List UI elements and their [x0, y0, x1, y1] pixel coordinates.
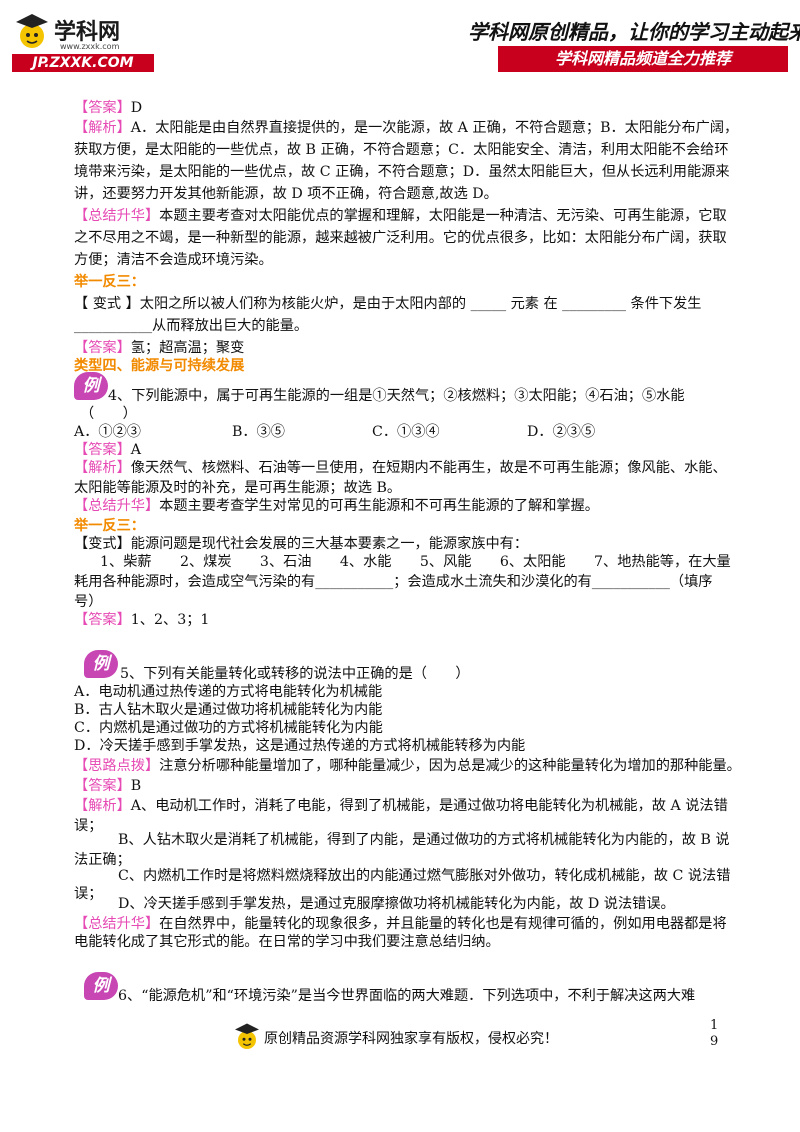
variant-line: ___________从而释放出巨大的能量。	[74, 318, 309, 334]
variant-line: 耗用各种能源时，会造成空气污染的有___________；会造成水土流失和沙漠化…	[74, 574, 713, 590]
summary-line: 【总结升华】在自然界中，能量转化的现象很多，并且能量的转化也是有规律可循的，例如…	[74, 914, 727, 934]
practice-heading: 举一反三：	[74, 274, 145, 290]
option-b: B．③⑤	[232, 424, 285, 440]
summary-line: 之不尽用之不竭，是一种新型的能源，越来越被广泛利用。它的优点很多，比如：太阳能分…	[74, 230, 727, 246]
analysis-line: 误；	[74, 818, 103, 834]
summary-tag: 【总结升华】	[74, 916, 160, 932]
answer-row: 【答案】D	[74, 98, 142, 118]
summary-line: 【总结升华】本题主要考查对太阳能优点的掌握和理解，太阳能是一种清洁、无污染、可再…	[74, 206, 727, 226]
analysis-line: 法正确；	[74, 852, 131, 868]
hint-tag: 【思路点拨】	[74, 758, 160, 774]
practice-heading: 举一反三：	[74, 518, 145, 534]
summary-line: 【总结升华】本题主要考查学生对常见的可再生能源和不可再生能源的了解和掌握。	[74, 496, 599, 516]
answer-tag: 【答案】	[74, 100, 131, 116]
analysis-text: A．太阳能是由自然界直接提供的，是一次能源，故 A 正确，不符合题意；B．太阳能…	[130, 120, 739, 136]
logo: 学科网 www.zxxk.com JP.ZXXK.COM	[8, 10, 158, 72]
answer-tag: 【答案】	[74, 340, 131, 356]
answer-value: 氢；超高温；聚变	[130, 340, 245, 356]
hint-text: 注意分析哪种能量增加了，哪种能量减少，因为总是减少的这种能量转化为增加的那种能量…	[159, 758, 741, 774]
analysis-line: 讲，还要努力开发其他新能源，故 D 项不正确，符合题意,故选 D。	[74, 186, 498, 202]
option-c: C．①③④	[372, 424, 440, 440]
analysis-line: B、人钻木取火是消耗了机械能，得到了内能，是通过做功的方式将机械能转化为内能的，…	[118, 832, 730, 848]
answer-value: B	[130, 778, 142, 794]
question-stem: 4、下列能源中，属于可再生能源的一组是①天然气；②核燃料；③太阳能；④石油；⑤水…	[108, 388, 685, 404]
logo-small-url: www.zxxk.com	[60, 42, 120, 51]
summary-line: 方便；清洁不会造成环境污染。	[74, 252, 273, 268]
summary-line: 电能转化成了其它形式的能。在日常的学习中我们要注意总结归纳。	[74, 934, 500, 950]
mascot-icon	[235, 1023, 259, 1049]
header-slogan: 学科网原创精品，让你的学习主动起来！	[468, 20, 800, 44]
summary-text: 本题主要考查学生对常见的可再生能源和不可再生能源的了解和掌握。	[159, 498, 599, 514]
variant-text: 太阳之所以被人们称为核能火炉，是由于太阳内部的 _____ 元素 在 _____…	[139, 296, 702, 312]
example-badge: 例	[84, 972, 118, 1000]
mascot-icon	[16, 14, 48, 48]
summary-tag: 【总结升华】	[74, 498, 160, 514]
variant-line: 【变式】能源问题是现代社会发展的三大基本要素之一，能源家族中有：	[74, 534, 528, 554]
analysis-tag: 【解析】	[74, 460, 131, 476]
option-a: A．①②③	[74, 424, 141, 440]
summary-text: 在自然界中，能量转化的现象很多，并且能量的转化也是有规律可循的，例如用电器都是将	[159, 916, 727, 932]
analysis-line: D、冷天搓手感到手掌发热，是通过克服摩擦做功将机械能转化为内能，故 D 说法错误…	[118, 896, 675, 912]
analysis-line: 误；	[74, 886, 103, 902]
question-paren: （ ）	[80, 406, 137, 422]
variant-answer-row: 【答案】氢；超高温；聚变	[74, 338, 244, 358]
analysis-tag: 【解析】	[74, 798, 131, 814]
option-b: B．古人钻木取火是通过做功将机械能转化为内能	[74, 702, 383, 718]
question-stem: 5、下列有关能量转化或转移的说法中正确的是（ ）	[120, 666, 470, 682]
option-a: A．电动机通过热传递的方式将电能转化为机械能	[74, 684, 383, 700]
header-banner: 学科网精品频道全力推荐	[498, 46, 788, 72]
summary-tag: 【总结升华】	[74, 208, 160, 224]
analysis-text: A、电动机工作时，消耗了电能，得到了机械能，是通过做功将电能转化为机械能，故 A…	[130, 798, 728, 814]
answer-tag: 【答案】	[74, 442, 131, 458]
example-badge: 例	[74, 372, 108, 400]
analysis-line: 境带来污染，是太阳能的一些优点，故 C 正确，不符合题意；D．虽然太阳能巨大，但…	[74, 164, 730, 180]
example-badge: 例	[84, 650, 118, 678]
analysis-line: 太阳能等能源及时的补充，是可再生能源；故选 B。	[74, 480, 402, 496]
analysis-tag: 【解析】	[74, 120, 131, 136]
answer-value: A	[130, 442, 142, 458]
answer-value: 1、2、3；1	[130, 612, 210, 628]
variant-answer-row: 【答案】1、2、3；1	[74, 610, 209, 630]
answer-value: D	[130, 100, 143, 116]
footer-copyright: 原创精品资源学科网独家享有版权，侵权必究！	[264, 1031, 558, 1047]
page-number-top: 1	[710, 1018, 719, 1033]
option-d: D．②③⑤	[527, 424, 596, 440]
option-d: D．冷天搓手感到手掌发热，这是通过热传递的方式将机械能转移为内能	[74, 738, 526, 754]
variant-text: 能源问题是现代社会发展的三大基本要素之一，能源家族中有：	[130, 536, 529, 552]
summary-text: 本题主要考查对太阳能优点的掌握和理解，太阳能是一种清洁、无污染、可再生能源，它取	[159, 208, 727, 224]
analysis-line: 【解析】像天然气、核燃料、石油等一旦使用，在短期内不能再生，故是不可再生能源；像…	[74, 458, 727, 478]
analysis-line: 获取方便，是太阳能的一些优点，故 B 正确，不符合题意；C．太阳能安全、清洁，利…	[74, 142, 729, 158]
section-heading: 类型四、能源与可持续发展	[74, 358, 245, 374]
logo-url: JP.ZXXK.COM	[12, 54, 154, 72]
variant-tag: 【 变式 】	[74, 296, 140, 312]
analysis-line: 【解析】A．太阳能是由自然界直接提供的，是一次能源，故 A 正确，不符合题意；B…	[74, 118, 738, 138]
analysis-line: 【解析】A、电动机工作时，消耗了电能，得到了机械能，是通过做功将电能转化为机械能…	[74, 796, 728, 816]
variant-line: 【 变式 】太阳之所以被人们称为核能火炉，是由于太阳内部的 _____ 元素 在…	[74, 294, 701, 314]
hint-line: 【思路点拨】注意分析哪种能量增加了，哪种能量减少，因为总是减少的这种能量转化为增…	[74, 756, 741, 776]
answer-row: 【答案】A	[74, 440, 141, 460]
analysis-text: 像天然气、核燃料、石油等一旦使用，在短期内不能再生，故是不可再生能源；像风能、水…	[130, 460, 727, 476]
variant-line: 1、柴薪 2、煤炭 3、石油 4、水能 5、风能 6、太阳能 7、地热能等，在大…	[100, 554, 731, 570]
answer-row: 【答案】B	[74, 776, 141, 796]
page-number-bottom: 9	[710, 1034, 719, 1049]
question-stem: 6、“能源危机”和“环境污染”是当今世界面临的两大难题．下列选项中，不利于解决这…	[118, 988, 696, 1004]
option-c: C．内燃机是通过做功的方式将机械能转化为内能	[74, 720, 383, 736]
variant-tag: 【变式】	[74, 536, 131, 552]
logo-cn: 学科网	[54, 20, 121, 45]
analysis-line: C、内燃机工作时是将燃料燃烧释放出的内能通过燃气膨胀对外做功，转化成机械能，故 …	[118, 868, 731, 884]
variant-line: 号）	[74, 594, 103, 610]
answer-tag: 【答案】	[74, 612, 131, 628]
answer-tag: 【答案】	[74, 778, 131, 794]
